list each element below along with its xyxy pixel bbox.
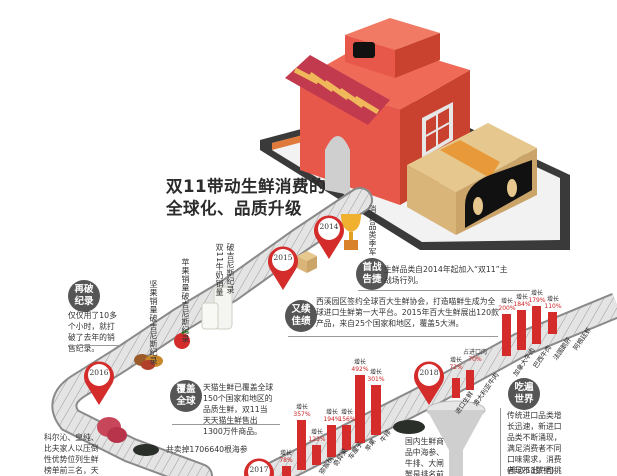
pin-2018: 2018 (412, 358, 446, 406)
divider (500, 408, 501, 476)
note-2015-record: 破吉尼斯纪录 (226, 243, 235, 294)
footnote-2018: (非双11数据) (507, 466, 555, 475)
badge-record-broken: 再破 纪录 (68, 280, 100, 312)
note-sea-cucumber: 共卖掉1706640根海参 (166, 445, 248, 454)
badge-line: 吃遍 (514, 382, 534, 393)
badge-line: 又续 (291, 304, 311, 315)
badge-line: 世界 (514, 394, 534, 405)
pin-year: 2017 (249, 465, 269, 474)
badge-line: 告捷 (362, 274, 382, 285)
divider (172, 424, 280, 425)
apple-icon (174, 330, 190, 349)
nuts-icon (134, 354, 163, 370)
sea-cucumber-icon (133, 444, 159, 456)
pin-2017: 2017 (242, 455, 276, 476)
pin-year: 2015 (273, 253, 293, 262)
badge-eat-the-world: 吃遍 世界 (508, 378, 540, 410)
pin-year: 2014 (319, 222, 339, 231)
sea-cucumber-icon-2 (393, 420, 425, 434)
badge-line: 纪录 (74, 296, 94, 307)
bar (502, 314, 511, 356)
pin-2016: 2016 (82, 358, 116, 406)
title-line-2: 全球化、品质升级 (166, 199, 302, 218)
parcel-icon (297, 251, 317, 273)
left-text-2017: 科尔沁、皇纯、比夫家人以压倒性优势位列生鲜榜单前三名，天猫上共卖掉来自全球的 (44, 433, 99, 475)
bar (452, 378, 460, 398)
badge-line: 再破 (74, 284, 94, 295)
bar (548, 312, 557, 334)
desc-2017: 天猫生鲜已覆盖全球150个国家和地区的品质生鲜，双11当天天猫生鲜售出1300万… (203, 383, 274, 436)
pin-year: 2018 (419, 368, 439, 377)
pin-year: 2016 (89, 368, 109, 377)
bar (532, 306, 541, 344)
divider (68, 345, 122, 346)
store-illustration (260, 18, 570, 250)
meat-icon (97, 417, 127, 443)
note-2015-milk: 双11牛奶销量 (215, 243, 224, 297)
bar (466, 370, 474, 390)
funnel-icon (426, 400, 486, 476)
badge-continued-success: 又续 佳绩 (285, 300, 317, 332)
note-2016-apple: 苹果销量破吉尼斯纪录 (181, 258, 190, 343)
badge-global-coverage: 覆盖 全球 (170, 380, 202, 412)
divider (358, 290, 530, 291)
desc-2016: 仅仅用了10多个小时，就打破了去年的销售纪录。 (68, 311, 117, 353)
milk-bottles-icon (201, 286, 233, 330)
divider (288, 336, 498, 337)
desc-2015: 西溪园区签约全球百大生鲜协会，打造喵鲜生成为全球进口生鲜第一大平台。2015年百… (316, 297, 499, 328)
note-2016-nuts: 坚果销量破吉尼斯纪录 (149, 280, 158, 365)
pin-2015: 2015 (266, 243, 300, 291)
note-2014-category: 消费品类季军 (368, 205, 377, 256)
title-line-1: 双11带动生鲜消费的 (166, 177, 326, 196)
badge-line: 佳绩 (291, 316, 311, 327)
badge-line: 首战 (362, 262, 382, 273)
infographic-title: 双11带动生鲜消费的 全球化、品质升级 (166, 176, 326, 220)
pin-2014: 2014 (312, 212, 346, 260)
left-text-2018: 国内生鲜商品中海参、牛排、大闸蟹是排名前 (405, 437, 444, 476)
trophy-icon (341, 214, 361, 250)
badge-line: 全球 (176, 396, 196, 407)
bar (517, 310, 526, 350)
badge-line: 覆盖 (176, 384, 196, 395)
desc-2018: 传统进口品类增长迅速，新进口品类不断涌现，满足消费者不同口味需求，消费者足不出户… (507, 411, 562, 475)
desc-2014: 生鲜品类自2014年起加入“双11”主战场行列。 (384, 265, 508, 285)
badge-first-win: 首战 告捷 (356, 258, 388, 290)
